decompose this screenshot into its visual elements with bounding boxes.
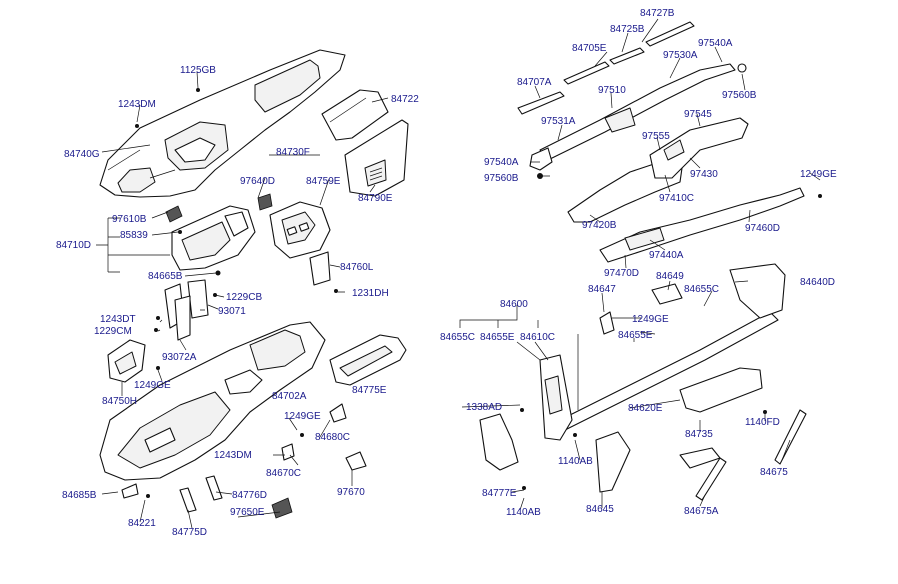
defroster-strips-part <box>517 21 695 115</box>
center-duct-part <box>537 117 822 223</box>
label-1243DT: 1243DT <box>100 314 136 325</box>
label-97440A: 97440A <box>649 250 684 261</box>
side-vent-duct-part <box>529 63 747 171</box>
label-84776D: 84776D <box>232 490 267 501</box>
label-1229CB: 1229CB <box>226 292 262 303</box>
label-97540A-top: 97540A <box>698 38 733 49</box>
label-84655E-r: 84655E <box>618 330 653 341</box>
label-84710D: 84710D <box>56 240 91 251</box>
label-84705E: 84705E <box>572 43 607 54</box>
label-97555: 97555 <box>642 131 670 142</box>
lower-brackets-part <box>479 409 807 501</box>
label-1229CM: 1229CM <box>94 326 132 337</box>
label-1249GE-c: 1249GE <box>632 314 669 325</box>
label-84740G: 84740G <box>64 149 100 160</box>
small-hardware-parts <box>121 88 367 519</box>
label-84759E: 84759E <box>306 176 341 187</box>
label-84221: 84221 <box>128 518 156 529</box>
label-84610C: 84610C <box>520 332 555 343</box>
label-1243DM-bot: 1243DM <box>214 450 252 461</box>
label-84670C: 84670C <box>266 468 301 479</box>
label-97470D: 97470D <box>604 268 639 279</box>
bracket-part-84750H <box>107 339 160 383</box>
cover-part-84760L <box>309 251 338 293</box>
label-97650E: 97650E <box>230 507 265 518</box>
label-84790E: 84790E <box>358 193 393 204</box>
label-84675A: 84675A <box>684 506 719 517</box>
label-97410C: 97410C <box>659 193 694 204</box>
label-84665B: 84665B <box>148 271 183 282</box>
label-84620E: 84620E <box>628 403 663 414</box>
label-84750H: 84750H <box>102 396 137 407</box>
label-1140FD: 1140FD <box>745 417 780 428</box>
label-1140AB-bot: 1140AB <box>506 507 541 518</box>
label-97545: 97545 <box>684 109 712 120</box>
label-97610B: 97610B <box>112 214 147 225</box>
label-84685B: 84685B <box>62 490 97 501</box>
label-1231DH: 1231DH <box>352 288 389 299</box>
label-84760L: 84760L <box>340 262 374 273</box>
label-84655C-r: 84655C <box>684 284 719 295</box>
label-84722: 84722 <box>391 94 419 105</box>
label-84600: 84600 <box>500 299 528 310</box>
label-93072A: 93072A <box>162 352 197 363</box>
label-84730F: 84730F <box>276 147 310 158</box>
label-97420B: 97420B <box>582 220 617 231</box>
upper-crash-pad-part <box>99 49 346 198</box>
part-labels: 84727B 84725B 84705E 97540A 97530A 84707… <box>56 8 837 538</box>
label-1249GE-l: 1249GE <box>134 380 171 391</box>
label-97430: 97430 <box>690 169 718 180</box>
label-97510: 97510 <box>598 85 626 96</box>
cluster-facia-part <box>165 205 256 276</box>
label-84645: 84645 <box>586 504 614 515</box>
main-crash-pad-part <box>99 321 326 481</box>
label-84702A: 84702A <box>272 391 307 402</box>
label-1338AD: 1338AD <box>466 402 502 413</box>
label-97540A-mid: 97540A <box>484 157 519 168</box>
label-93071: 93071 <box>218 306 246 317</box>
label-97460D: 97460D <box>745 223 780 234</box>
label-84647: 84647 <box>588 284 616 295</box>
label-97670: 97670 <box>337 487 365 498</box>
label-84735: 84735 <box>685 429 713 440</box>
label-84727B: 84727B <box>640 8 675 19</box>
label-84707A: 84707A <box>517 77 552 88</box>
leader-lines <box>96 18 821 529</box>
glove-lid-part-84722 <box>321 89 389 141</box>
label-84655E-l: 84655E <box>480 332 515 343</box>
label-84775D: 84775D <box>172 527 207 538</box>
label-84777E: 84777E <box>482 488 517 499</box>
center-fascia-part <box>257 193 331 259</box>
label-1243DM-top: 1243DM <box>118 99 156 110</box>
side-brackets-part <box>154 279 217 341</box>
label-97531A: 97531A <box>541 116 576 127</box>
label-97560B-top: 97560B <box>722 90 757 101</box>
label-84675: 84675 <box>760 467 788 478</box>
glove-box-part <box>329 334 407 386</box>
box-part-84790E <box>344 119 409 197</box>
label-1140AB-top: 1140AB <box>558 456 593 467</box>
label-84775E: 84775E <box>352 385 387 396</box>
label-97640D: 97640D <box>240 176 275 187</box>
label-1249GE-r: 1249GE <box>800 169 837 180</box>
cowl-crossbar-part <box>520 263 786 441</box>
label-1249GE-b: 1249GE <box>284 411 321 422</box>
label-84649: 84649 <box>656 271 684 282</box>
label-84725B: 84725B <box>610 24 645 35</box>
label-1125GB: 1125GB <box>180 65 216 76</box>
label-84640D: 84640D <box>800 277 835 288</box>
label-85839: 85839 <box>120 230 148 241</box>
label-84680C: 84680C <box>315 432 350 443</box>
label-97560B-mid: 97560B <box>484 173 519 184</box>
label-97530A: 97530A <box>663 50 698 61</box>
label-84655C-l: 84655C <box>440 332 475 343</box>
rear-floor-duct-part <box>599 187 805 263</box>
